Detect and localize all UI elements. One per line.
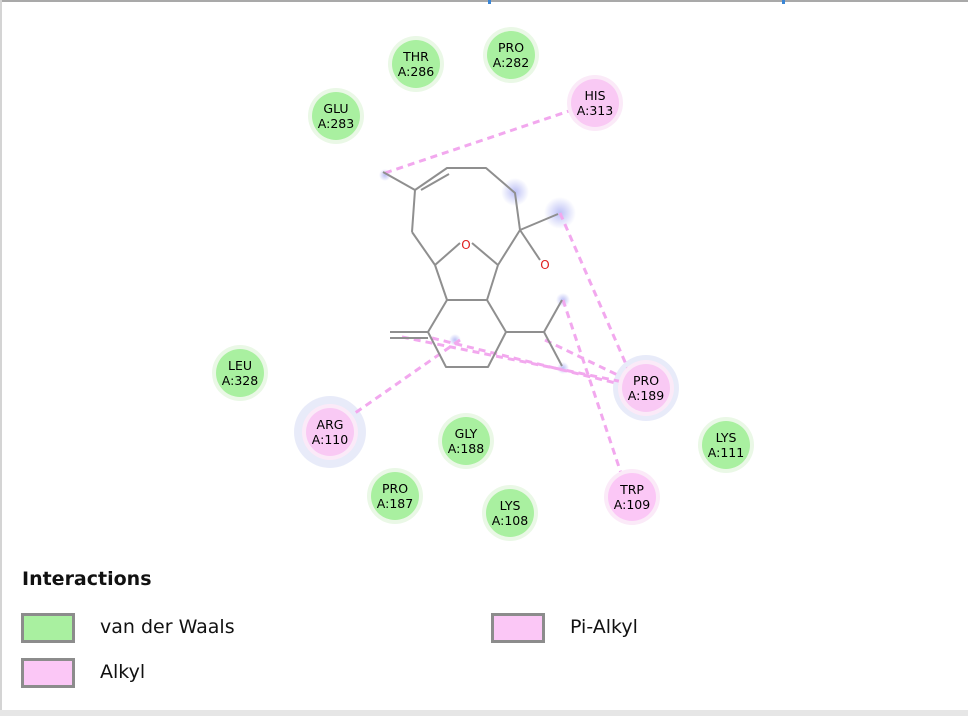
ligand-methyl [519,213,559,231]
residue-chain-position: A:109 [614,497,650,512]
residue-chain-position: A:110 [312,432,348,447]
ligand-bond [519,229,541,261]
residue-name: LYS [716,430,737,445]
residue-chain-position: A:286 [398,64,434,79]
legend-label-pi-alkyl: Pi-Alkyl [570,616,638,638]
residue-disc [622,364,670,412]
interaction-line-trp109 [561,299,627,486]
top-border [0,0,968,2]
legend: Interactions van der Waals Pi-Alkyl Alky… [0,560,968,710]
ligand-bond [471,242,499,266]
interaction-diagram: O O THRA:286PROA:282HISA:313GLUA:283LEUA… [212,27,754,541]
residue-chain-position: A:282 [493,55,529,70]
residue-name: HIS [584,88,605,103]
ligand-bond [434,242,461,266]
residue-chain-position: A:188 [448,441,484,456]
interaction-line-arg110 [344,338,461,422]
ligand-double-bond [420,173,450,191]
residue-name: TRP [619,482,644,497]
legend-swatch-alkyl [21,658,75,688]
ligand-methyl [382,171,416,191]
ligand-structure [382,167,563,368]
residue-chain-position: A:313 [577,103,613,118]
interaction-line-pro189-a [558,212,634,379]
residue-name: GLU [323,101,348,116]
residue-name: PRO [633,373,659,388]
residue-disc [702,421,750,469]
ligand-ring-five [434,264,499,301]
legend-label-alkyl: Alkyl [100,661,146,683]
interaction-line-pro189-d [544,338,629,382]
residue-disc [216,349,264,397]
interaction-lines [344,106,634,486]
bottom-border [0,710,968,716]
legend-swatch-van-der-waals [21,613,75,643]
residue-disc [442,417,490,465]
left-border [0,0,2,716]
ligand-ring-six [427,299,507,368]
residue-name: PRO [498,40,524,55]
residue-disc [392,40,440,88]
ligand-oxygen-bridge: O [461,238,470,252]
residue-name: LEU [228,358,252,373]
residue-disc [571,79,619,127]
interaction-line-his313 [384,106,579,175]
residue-chain-position: A:108 [492,513,528,528]
residue-disc [371,472,419,520]
ligand-bond [411,231,436,266]
residue-name: THR [402,49,429,64]
residue-name: GLY [455,426,478,441]
residue-disc [486,489,534,537]
ligand-oxygen-hydroxyl: O [540,258,549,272]
residue-disc [608,473,656,521]
residue-name: LYS [500,498,521,513]
residue-disc [312,92,360,140]
ligand-bond [543,331,563,367]
top-marker [488,0,491,4]
residue-name: ARG [317,417,344,432]
residue-disc [306,408,354,456]
interaction-line-pro189-b [401,335,629,385]
residue-chain-position: A:187 [377,496,413,511]
legend-swatch-pi-alkyl [491,613,545,643]
legend-title: Interactions [22,568,152,590]
residue-name: PRO [382,481,408,496]
residue-chain-position: A:111 [708,445,744,460]
residue-chain-position: A:283 [318,116,354,131]
ligand-bond [543,299,563,333]
interaction-line-pro189-c [431,336,629,388]
residue-disc [487,31,535,79]
residues: THRA:286PROA:282HISA:313GLUA:283LEUA:328… [212,27,754,541]
top-marker [782,0,785,4]
residue-chain-position: A:189 [628,388,664,403]
residue-chain-position: A:328 [222,373,258,388]
legend-label-van-der-waals: van der Waals [100,616,235,638]
